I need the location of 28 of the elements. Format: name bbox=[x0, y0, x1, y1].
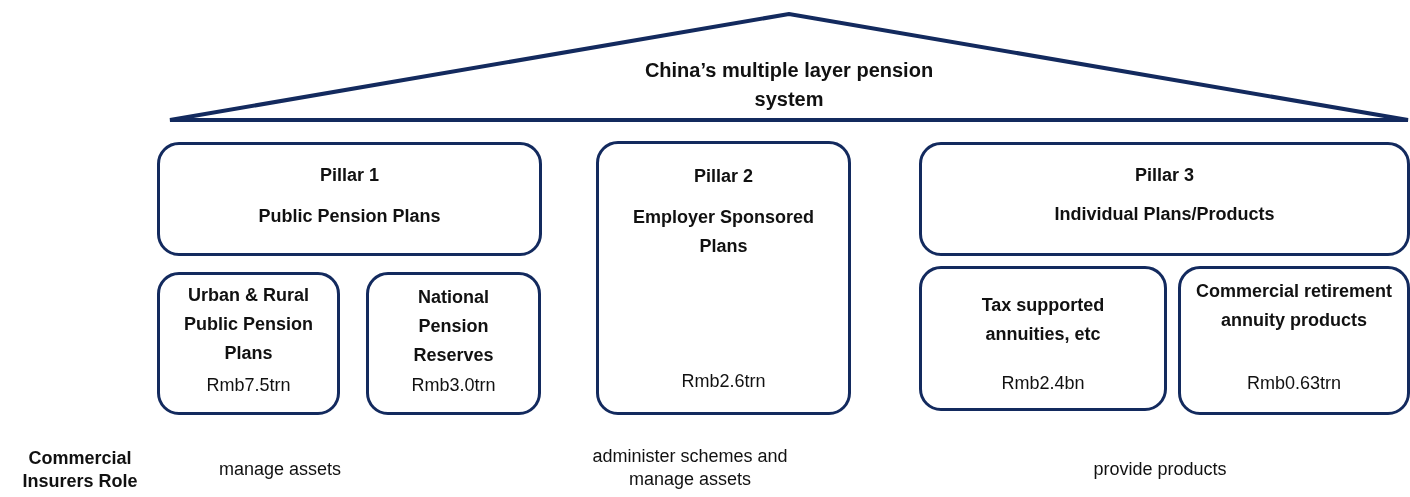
amount-text: Rmb7.5trn bbox=[206, 374, 291, 397]
pillar-box bbox=[919, 142, 1410, 256]
pillar-box bbox=[596, 141, 851, 415]
category-text: Commercial retirement annuity products bbox=[1195, 280, 1393, 332]
category-text: Tax supported annuities, etc bbox=[980, 294, 1106, 346]
category-box bbox=[919, 266, 1167, 411]
roof-text: China’s multiple layer pension system bbox=[643, 58, 935, 112]
category-text: Individual Plans/Products bbox=[1054, 203, 1275, 226]
role-text: administer schemes and manage assets bbox=[591, 445, 789, 491]
category-box bbox=[366, 272, 541, 415]
category-text: Urban & Rural Public Pension Plans bbox=[183, 284, 314, 365]
category-text: Employer Sponsored Plans bbox=[631, 206, 815, 258]
roof-triangle bbox=[168, 12, 1410, 124]
role-text: manage assets bbox=[217, 458, 343, 481]
amount-text: Rmb3.0trn bbox=[411, 374, 496, 397]
role-text: provide products bbox=[1092, 458, 1228, 481]
amount-text: Rmb2.4bn bbox=[1001, 372, 1085, 395]
category-text: National Pension Reserves bbox=[412, 286, 495, 367]
category-box bbox=[1178, 266, 1410, 415]
pillar-heading: Pillar 3 bbox=[1134, 164, 1194, 187]
row-heading: Commercial Insurers Role bbox=[21, 447, 139, 493]
pillar-heading: Pillar 2 bbox=[693, 165, 753, 188]
amount-text: Rmb2.6trn bbox=[681, 370, 766, 393]
category-box bbox=[157, 272, 340, 415]
pillar-heading: Pillar 1 bbox=[319, 164, 379, 187]
amount-text: Rmb0.63trn bbox=[1246, 372, 1341, 395]
category-text: Public Pension Plans bbox=[258, 205, 441, 228]
pillar-box bbox=[157, 142, 542, 256]
